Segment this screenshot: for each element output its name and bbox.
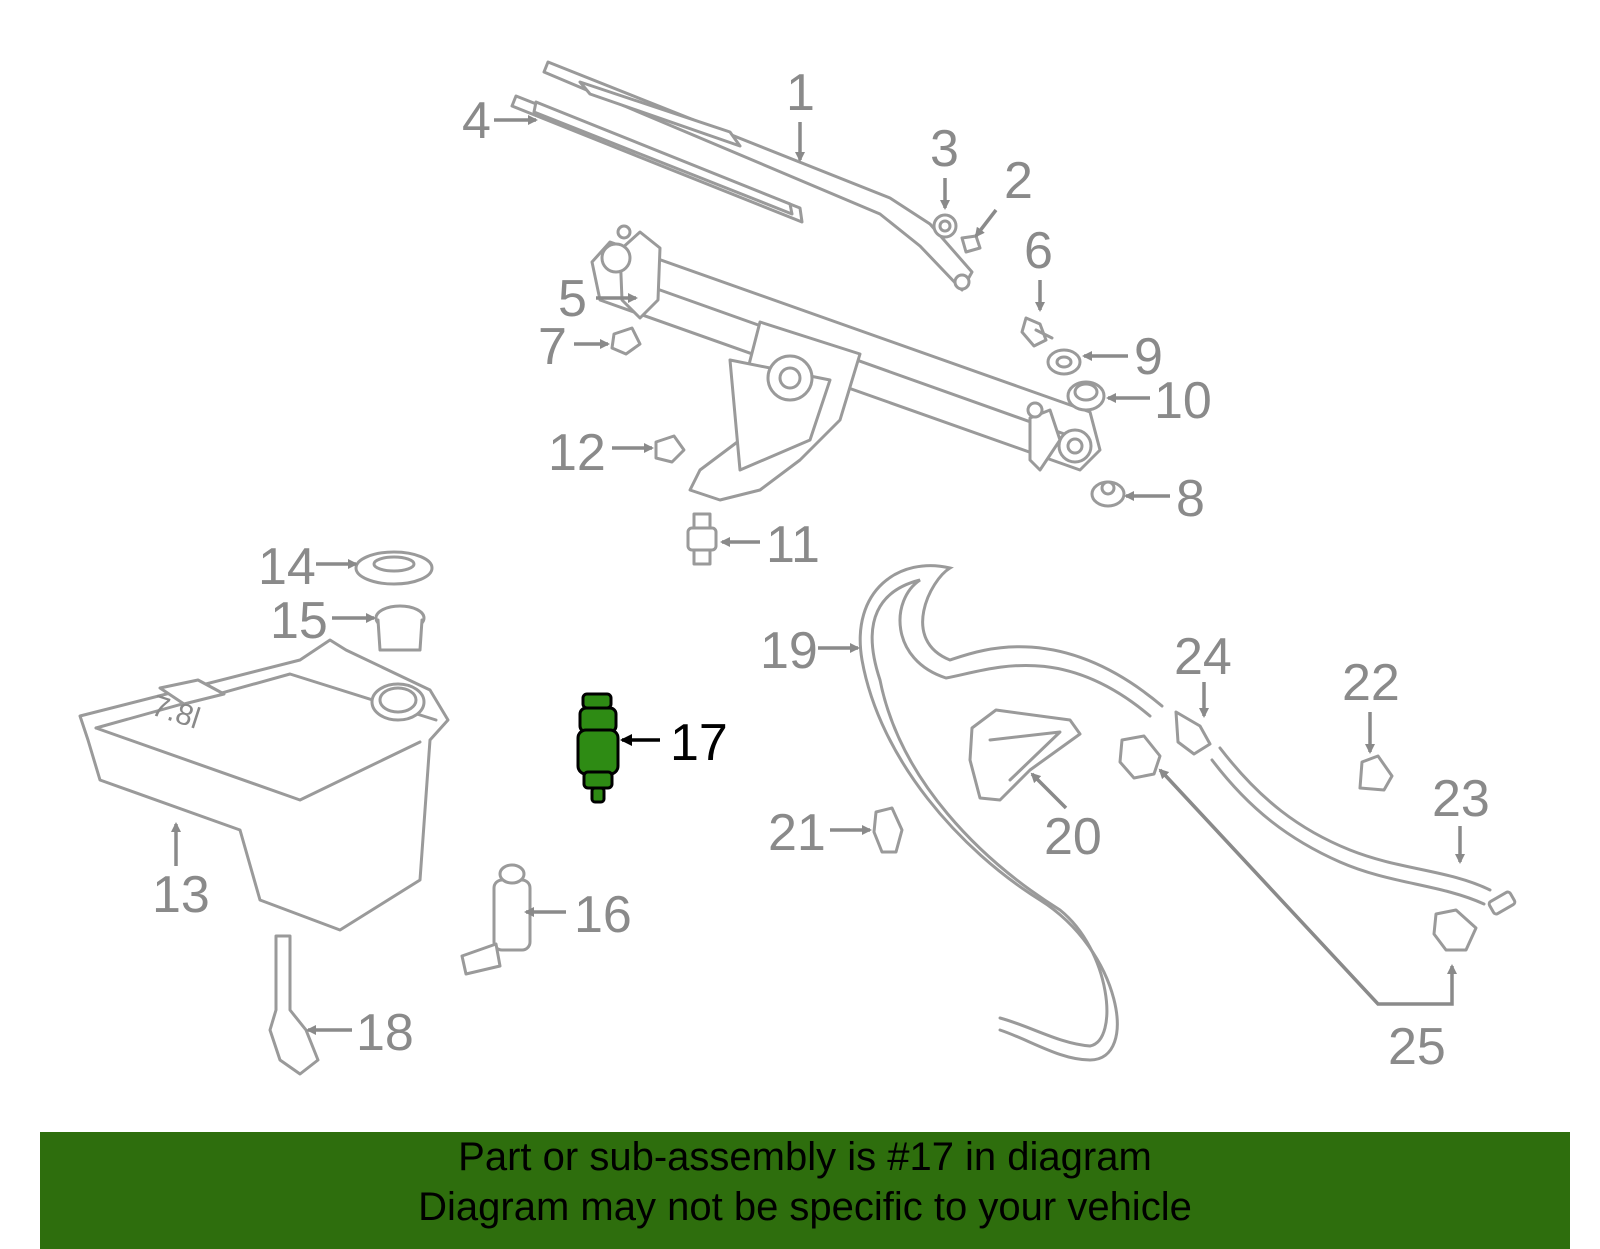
callout-5[interactable]: 5: [558, 270, 587, 328]
callout-19[interactable]: 19: [760, 622, 818, 680]
banner-line-1: Part or sub-assembly is #17 in diagram: [458, 1135, 1152, 1179]
callout-22[interactable]: 22: [1342, 654, 1400, 712]
wiper-blade-4[interactable]: [510, 94, 804, 224]
callout-24[interactable]: 24: [1174, 628, 1232, 686]
level-sensor-18[interactable]: [268, 934, 320, 1076]
callout-4[interactable]: 4: [462, 92, 491, 150]
callout-3[interactable]: 3: [930, 120, 959, 178]
callout-2[interactable]: 2: [1004, 152, 1033, 210]
callout-15[interactable]: 15: [270, 592, 328, 650]
grommet-9[interactable]: [1046, 348, 1082, 376]
info-banner: Part or sub-assembly is #17 in diagram D…: [40, 1132, 1570, 1249]
nut-12[interactable]: [654, 434, 686, 464]
bolt-6[interactable]: [1020, 316, 1054, 348]
callout-7[interactable]: 7: [538, 318, 567, 376]
nozzle-bracket-20[interactable]: [968, 708, 1082, 802]
hose-connector-24[interactable]: [1174, 710, 1212, 756]
bushing-10[interactable]: [1066, 380, 1106, 412]
clip-7[interactable]: [610, 326, 642, 356]
callout-16[interactable]: 16: [574, 886, 632, 944]
washer-pump-17[interactable]: [576, 692, 620, 804]
callout-12[interactable]: 12: [548, 424, 606, 482]
isolator-11[interactable]: [686, 512, 718, 566]
banner-line-2: Diagram may not be specific to your vehi…: [418, 1185, 1192, 1229]
washer-hose-23[interactable]: [1210, 746, 1517, 916]
nozzle-22[interactable]: [1358, 754, 1394, 792]
washer-hose-19[interactable]: [858, 564, 1164, 1062]
callout-9[interactable]: 9: [1134, 328, 1163, 386]
callout-1[interactable]: 1: [786, 64, 815, 122]
callout-13[interactable]: 13: [152, 866, 210, 924]
washer-nozzle-25[interactable]: [1118, 734, 1478, 1006]
callout-11[interactable]: 11: [766, 516, 820, 574]
callout-25[interactable]: 25: [1388, 1018, 1446, 1076]
filler-neck-15[interactable]: [374, 604, 426, 652]
callout-17[interactable]: 17: [670, 714, 728, 772]
callout-23[interactable]: 23: [1432, 770, 1490, 828]
callout-6[interactable]: 6: [1024, 222, 1053, 280]
clip-21[interactable]: [872, 806, 904, 854]
mount-8[interactable]: [1090, 480, 1126, 508]
callout-labels: 1 2 3 4 5 6 7 8 9 10 11 12 13 14 15 16 1…: [152, 64, 1490, 1076]
cap-14[interactable]: [354, 550, 434, 586]
callout-10[interactable]: 10: [1154, 372, 1212, 430]
nut-3[interactable]: [932, 213, 958, 239]
callout-arrows: [171, 115, 1465, 1035]
callout-14[interactable]: 14: [258, 538, 316, 596]
callout-21[interactable]: 21: [768, 804, 826, 862]
callout-8[interactable]: 8: [1176, 470, 1205, 528]
cap-2[interactable]: [960, 234, 982, 254]
washer-pump-16[interactable]: [460, 863, 532, 976]
callout-18[interactable]: 18: [356, 1004, 414, 1062]
wiper-arm-blade-1[interactable]: [542, 60, 974, 292]
callout-20[interactable]: 20: [1044, 808, 1102, 866]
washer-reservoir-13[interactable]: 7.8l: [78, 638, 450, 932]
